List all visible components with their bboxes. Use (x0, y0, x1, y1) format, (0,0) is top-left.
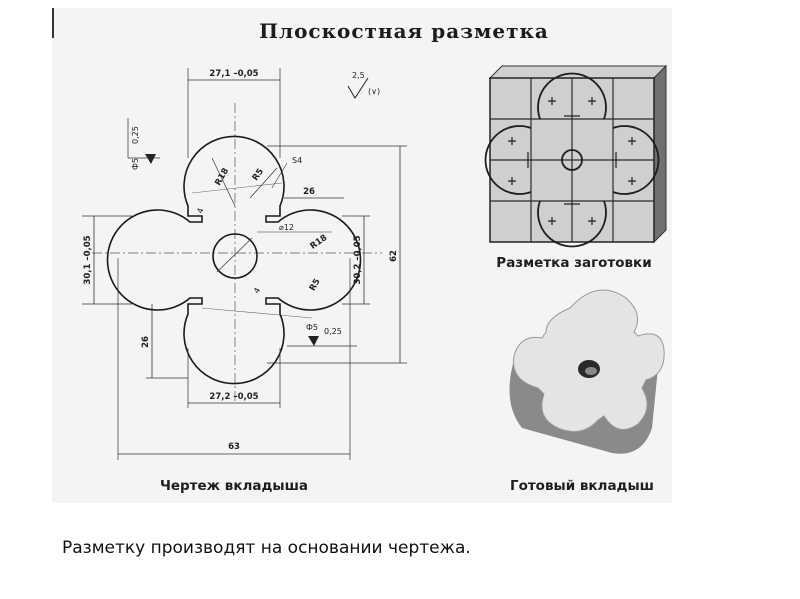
label-s4: S4 (292, 156, 302, 165)
dim-bottom-width: 27,2 –0,05 (209, 392, 258, 402)
block-top-face (488, 65, 668, 79)
roughness-v: (∨) (368, 87, 380, 96)
marking-grid (490, 78, 654, 242)
dim-left-height: 30,1 –0,05 (83, 235, 93, 284)
tol-left-value: 0,25 (131, 126, 140, 144)
marking-crosses (508, 97, 636, 225)
slot-leader (271, 162, 288, 189)
tol-left-arrow (145, 154, 156, 164)
finished-caption: Готовый вкладыш (510, 478, 654, 494)
illustration-plate: Плоскостная разметка 27,1 –0,05 (52, 8, 672, 503)
slide-caption: Разметку производят на основании чертежа… (62, 538, 471, 558)
dim-lower-left: 26 (141, 336, 151, 348)
insert-hole-inner (585, 367, 597, 375)
dim-right-offset: 26 (303, 187, 315, 197)
roughness-value: 2,5 (352, 71, 365, 80)
label-slot-bottom: 4 (252, 286, 262, 295)
label-hole: ⌀12 (279, 223, 294, 232)
marking-hole (561, 149, 583, 171)
datum-right: Ф5 (306, 323, 318, 332)
radius-leader (249, 167, 278, 199)
insert-drawing: 27,1 –0,05 27,2 –0,05 63 62 (82, 68, 407, 494)
blank-marking: Разметка заготовки (484, 64, 668, 271)
datum-left: Ф5 (131, 158, 140, 170)
label-r18-right: R18 (308, 233, 329, 252)
center-hole (212, 233, 258, 279)
label-r5-right: R5 (308, 277, 323, 293)
dim-top-width: 27,1 –0,05 (209, 69, 258, 79)
tol-right-value: 0,25 (324, 327, 342, 336)
insert-outline (106, 135, 362, 385)
tol-right-arrow (308, 336, 319, 346)
construction-line (201, 307, 313, 319)
construction-line (191, 182, 283, 194)
dim-overall-height: 62 (389, 250, 399, 262)
dim-right-height: 30,2 –0,05 (353, 235, 363, 284)
marking-arcs (484, 72, 660, 248)
radius-leader (211, 157, 236, 207)
plate-title: Плоскостная разметка (259, 19, 549, 43)
label-r5-top: R5 (251, 167, 266, 183)
finished-insert: Готовый вкладыш (509, 289, 665, 494)
dim-overall-width: 63 (228, 442, 240, 452)
hole-leader (216, 237, 253, 273)
drawing-caption: Чертеж вкладыша (160, 478, 308, 494)
block-side-face (653, 64, 667, 244)
blank-caption: Разметка заготовки (496, 255, 651, 271)
roughness-symbol (347, 77, 369, 99)
label-r18-top: R18 (213, 166, 231, 187)
label-slot-left: 4 (195, 207, 205, 215)
illustration-svg: Плоскостная разметка 27,1 –0,05 (52, 8, 668, 494)
